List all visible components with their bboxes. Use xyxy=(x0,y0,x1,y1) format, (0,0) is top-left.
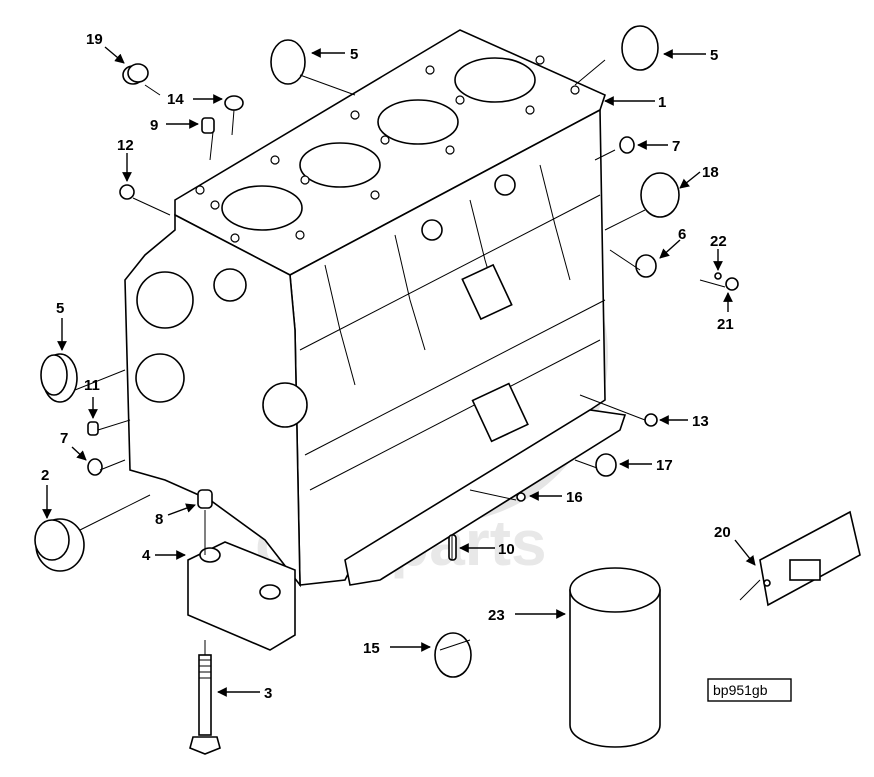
callout-20: 20 xyxy=(714,524,731,541)
cylinder-liner-23 xyxy=(569,567,661,748)
washer-22 xyxy=(714,272,722,280)
reference-code: bp951gb xyxy=(713,682,768,698)
callout-2: 2 xyxy=(41,467,49,484)
callouts: 1 2 3 4 5 5 5 6 7 7 8 9 10 xyxy=(41,31,756,702)
tag-20 xyxy=(739,510,861,607)
callout-23: 23 xyxy=(488,607,505,624)
callout-5-right: 5 xyxy=(710,47,718,64)
bearing-cap-4 xyxy=(187,541,296,651)
callout-1: 1 xyxy=(658,94,666,111)
bushing-2 xyxy=(34,518,85,572)
plug-19 xyxy=(122,63,149,85)
callout-14: 14 xyxy=(167,91,184,108)
plug-13 xyxy=(644,413,658,427)
plug-14 xyxy=(224,95,244,111)
dowel-9 xyxy=(201,117,215,134)
callout-18: 18 xyxy=(702,164,719,181)
callout-15: 15 xyxy=(363,640,380,657)
callout-9: 9 xyxy=(150,117,158,134)
callout-13: 13 xyxy=(692,413,709,430)
callout-11: 11 xyxy=(84,377,100,394)
dowel-8 xyxy=(197,489,213,509)
callout-7-right: 7 xyxy=(672,138,680,155)
callout-16: 16 xyxy=(566,489,583,506)
callout-21: 21 xyxy=(717,316,734,333)
plug-16 xyxy=(516,492,526,502)
callout-6: 6 xyxy=(678,226,686,243)
deck-bolt-holes xyxy=(195,55,580,243)
plug-18 xyxy=(640,172,680,218)
callout-3: 3 xyxy=(264,685,272,702)
callout-7-left: 7 xyxy=(60,430,68,447)
callout-19: 19 xyxy=(86,31,103,48)
plug-5-right xyxy=(621,25,659,71)
cylinder-block xyxy=(124,29,627,588)
callout-22: 22 xyxy=(710,233,727,250)
reference-code-box: bp951gb xyxy=(707,678,792,702)
plug-7-right xyxy=(619,136,635,154)
plug-7-left xyxy=(87,458,103,476)
plug-17 xyxy=(595,453,617,477)
plug-6 xyxy=(635,254,657,278)
plug-5-top xyxy=(270,39,306,85)
plug-5-left xyxy=(40,353,78,403)
callout-4: 4 xyxy=(142,547,151,564)
bolt-3 xyxy=(189,654,221,755)
callout-10: 10 xyxy=(498,541,515,558)
dowel-11 xyxy=(87,421,99,436)
callout-12: 12 xyxy=(117,137,134,154)
callout-8: 8 xyxy=(155,511,163,528)
callout-5-left: 5 xyxy=(56,300,64,317)
callout-17: 17 xyxy=(656,457,673,474)
plug-12 xyxy=(119,184,135,200)
plug-15 xyxy=(434,632,472,678)
plug-21 xyxy=(725,277,739,291)
leader-lines xyxy=(74,59,726,655)
callout-5-top: 5 xyxy=(350,46,358,63)
